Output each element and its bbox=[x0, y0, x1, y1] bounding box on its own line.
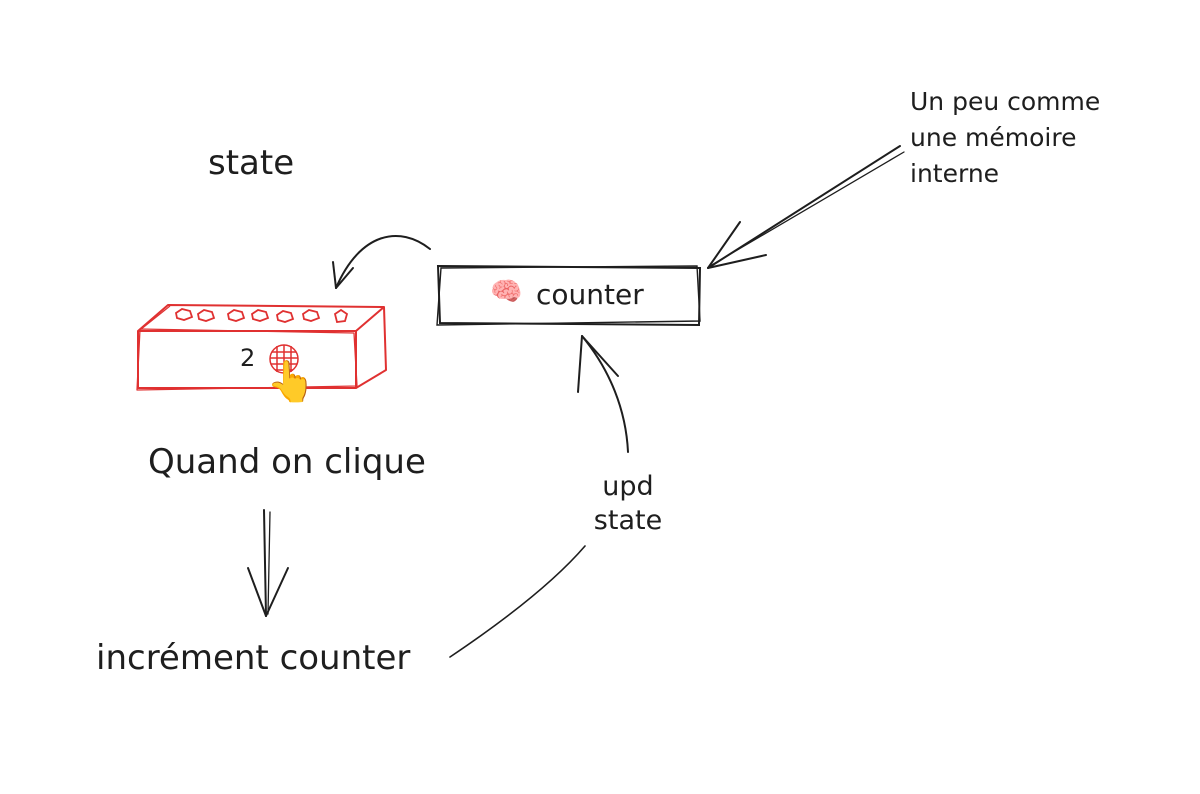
pointing-hand-icon: 👆 bbox=[266, 359, 316, 405]
counter-box-label: counter bbox=[536, 278, 644, 311]
note-line: Un peu comme bbox=[910, 87, 1101, 116]
update-line: state bbox=[593, 505, 663, 536]
button-value: 2 bbox=[240, 344, 256, 372]
arrow-update-to-counter bbox=[577, 335, 629, 453]
brain-icon: 🧠 bbox=[490, 277, 523, 307]
click-step-label: Quand on clique bbox=[148, 442, 426, 482]
note-line: interne bbox=[910, 159, 1000, 188]
note-line: une mémoire bbox=[910, 123, 1077, 152]
update-state-label: upd state bbox=[578, 470, 678, 538]
red-button bbox=[136, 304, 387, 391]
increment-step-label: incrément counter bbox=[96, 638, 411, 678]
button-rivets bbox=[174, 308, 349, 323]
line-increment-to-update bbox=[449, 545, 586, 658]
annotation-note: Un peu comme une mémoire interne bbox=[910, 84, 1140, 192]
arrow-counter-to-button bbox=[332, 235, 431, 289]
counter-box bbox=[436, 264, 702, 327]
arrow-click-to-increment bbox=[247, 509, 289, 617]
arrow-note-to-counter bbox=[707, 145, 905, 269]
update-line: upd bbox=[602, 471, 654, 502]
click-target-circle bbox=[269, 344, 299, 374]
diagram-title: state bbox=[208, 143, 295, 183]
